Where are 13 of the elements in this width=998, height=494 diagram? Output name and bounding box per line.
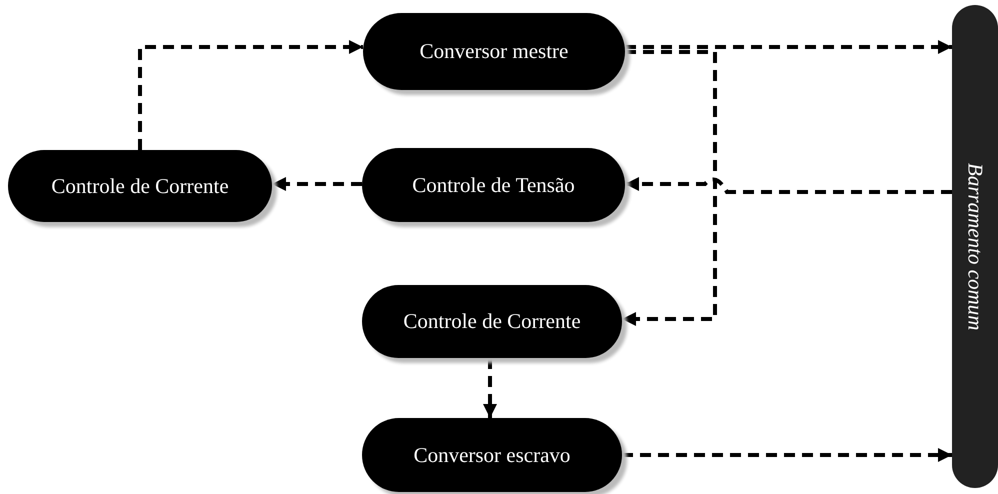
arrow <box>272 177 362 191</box>
process-box: Conversor mestre <box>363 13 625 90</box>
process-box: Controle de Corrente <box>362 285 622 358</box>
arrow <box>625 40 952 54</box>
arrow <box>625 177 952 194</box>
process-box: Conversor escravo <box>362 418 622 492</box>
arrow <box>622 448 952 462</box>
arrow <box>622 50 717 326</box>
process-box: Controle de Tensão <box>362 148 625 222</box>
arrow <box>138 40 363 150</box>
arrow <box>483 358 497 418</box>
process-box: Controle de Corrente <box>8 150 272 222</box>
bus-bar: Barramento comum <box>952 5 998 488</box>
